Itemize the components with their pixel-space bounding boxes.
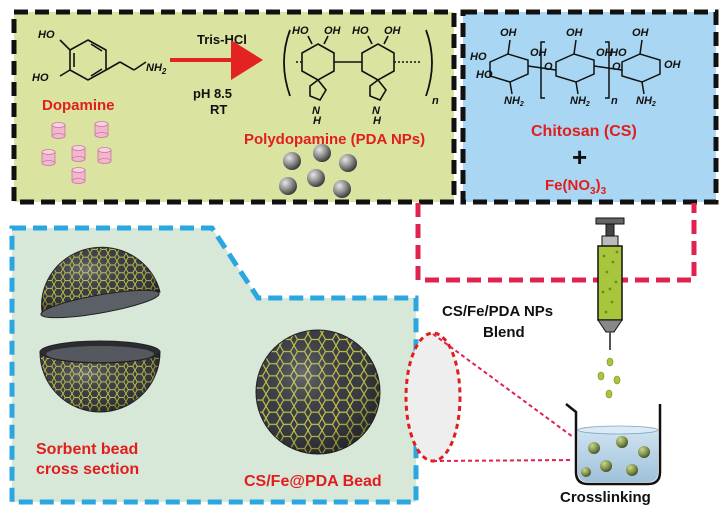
pda-oh-b: OH xyxy=(324,25,342,37)
pink-cylinder-icon xyxy=(97,147,112,164)
pink-cylinder-icon xyxy=(71,145,86,162)
cs-nh2-1: NH2 xyxy=(504,95,524,108)
blend-label-line2: Blend xyxy=(483,324,525,341)
cs-ho-1: HO xyxy=(470,51,487,63)
temperature-label: RT xyxy=(210,102,227,117)
pink-cylinder-icon xyxy=(51,122,66,139)
pda-nh-b: N xyxy=(372,105,381,117)
chitosan-panel: OH OH OH HO HO OH OH OH HO O O NH2 NH2 N… xyxy=(460,9,719,205)
iron-nitrate-label: Fe(NO3)3 xyxy=(545,177,607,197)
crosslinked-bead-icon xyxy=(638,446,650,458)
dopamine-amine: NH2 xyxy=(146,62,167,76)
polydopamine-label: Polydopamine (PDA NPs) xyxy=(244,131,425,148)
beaker-icon xyxy=(565,403,662,486)
pda-oh-c: HO xyxy=(352,25,369,37)
cs-fe-pda-bead xyxy=(255,329,381,455)
dopamine-structure xyxy=(59,39,147,81)
falling-droplets xyxy=(597,357,621,399)
pda-h-b: H xyxy=(373,115,382,127)
sorbent-label-line2: cross section xyxy=(36,461,139,478)
pink-cylinder-icon xyxy=(41,149,56,166)
crosslinked-bead-icon xyxy=(626,464,638,476)
pda-nh-a: N xyxy=(312,105,321,117)
pda-oh-d: OH xyxy=(384,25,402,37)
syringe-icon xyxy=(595,217,625,350)
dopamine-oh-bottom: HO xyxy=(32,72,49,84)
dopamine-panel: HO HO NH2 Dopamine Tris-HCl pH 8.5 RT xyxy=(11,9,457,205)
cs-subscript-n: n xyxy=(611,95,618,107)
cs-nh2-3: NH2 xyxy=(636,95,656,108)
pda-subscript-n: n xyxy=(432,95,439,107)
crosslinked-bead-icon xyxy=(581,467,591,477)
polydopamine-structure: HO OH HO OH N H N H n xyxy=(283,25,439,127)
blend-label-line1: CS/Fe/PDA NPs xyxy=(442,303,553,320)
pink-cylinder-icon xyxy=(71,167,86,184)
cs-oh-6: OH xyxy=(664,59,682,71)
pink-cylinder-icon xyxy=(94,121,109,138)
nanoparticle-icon xyxy=(307,169,325,187)
blend-connector xyxy=(415,203,697,283)
zoom-callout xyxy=(404,331,574,463)
nanoparticle-icon xyxy=(333,180,351,198)
bead-label: CS/Fe@PDA Bead xyxy=(244,473,382,490)
reagent-label: Tris-HCl xyxy=(197,32,247,47)
pda-h-a: H xyxy=(313,115,322,127)
chitosan-label: Chitosan (CS) xyxy=(531,123,637,140)
cs-bridge-o-1: O xyxy=(544,61,553,73)
crosslinked-bead-icon xyxy=(616,436,628,448)
pda-oh-a: HO xyxy=(292,25,309,37)
nanoparticle-icon xyxy=(313,144,331,162)
cs-oh-5: OH xyxy=(596,47,614,59)
cs-oh-4: OH xyxy=(530,47,548,59)
sorbent-label-line1: Sorbent bead xyxy=(36,441,138,458)
dopamine-molecule-icons xyxy=(41,121,112,184)
bead-panel: Sorbent bead cross section CS/Fe@PDA Bea… xyxy=(9,225,419,505)
crosslinking-label: Crosslinking xyxy=(560,489,651,506)
pda-nanoparticles xyxy=(279,144,357,198)
dopamine-label: Dopamine xyxy=(42,97,115,114)
cs-oh-2: OH xyxy=(566,27,584,39)
nanoparticle-icon xyxy=(283,152,301,170)
nanoparticle-icon xyxy=(339,154,357,172)
cs-ho-2: HO xyxy=(476,69,493,81)
chitosan-structure xyxy=(489,39,661,99)
cs-bridge-o-2: O xyxy=(612,61,621,73)
crosslinked-bead-icon xyxy=(600,460,612,472)
ph-label: pH 8.5 xyxy=(193,86,232,101)
cs-ho-3: HO xyxy=(610,47,627,59)
crosslinked-bead-icon xyxy=(588,442,600,454)
cs-oh-1: OH xyxy=(500,27,518,39)
dopamine-oh-top: HO xyxy=(38,29,55,41)
cs-nh2-2: NH2 xyxy=(570,95,590,108)
chitosan-panel-border xyxy=(460,9,719,205)
plus-sign: + xyxy=(572,142,587,172)
nanoparticle-icon xyxy=(279,177,297,195)
cs-oh-3: OH xyxy=(632,27,650,39)
sorbent-bead-cross-section xyxy=(39,246,161,413)
